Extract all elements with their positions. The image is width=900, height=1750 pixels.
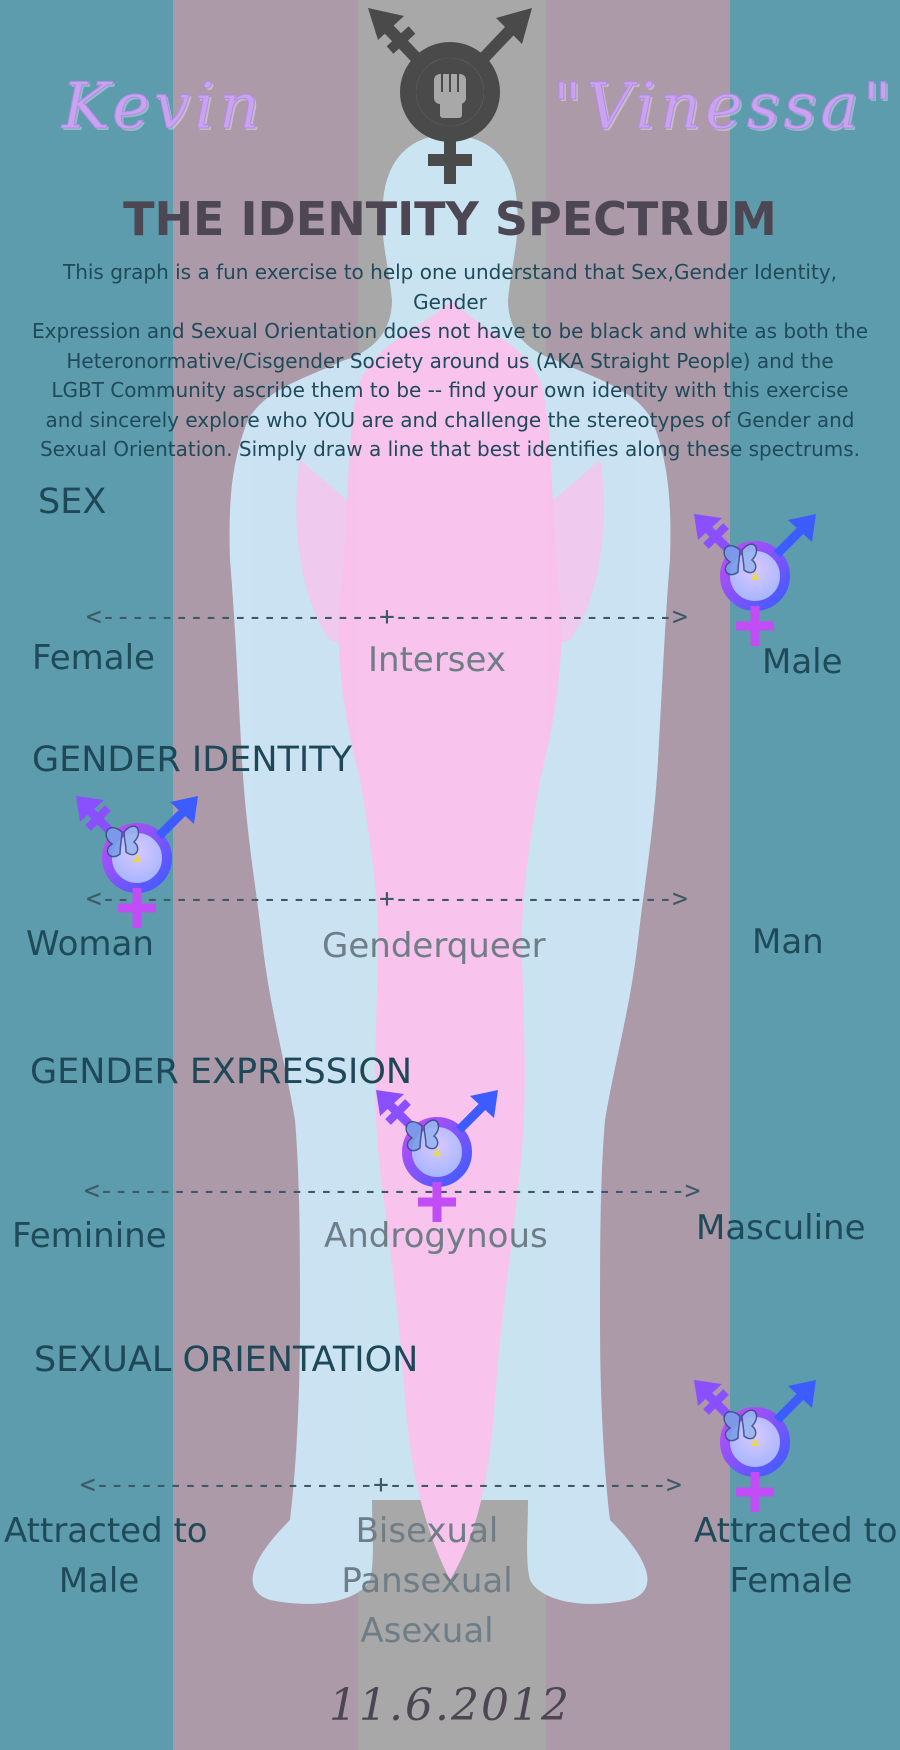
label-sexual-orientation-right: Attracted to Female [694, 1506, 898, 1606]
label-gender-expression-right: Masculine [696, 1208, 866, 1248]
label-gender-expression-middle: Androgynous [324, 1216, 548, 1256]
heading-sexual-orientation: SEXUAL ORIENTATION [34, 1340, 419, 1380]
page-title: THE IDENTITY SPECTRUM [123, 192, 777, 246]
intro-line: Sexual Orientation. Simply draw a line t… [39, 437, 861, 461]
intro-line: Expression and Sexual Orientation does n… [31, 319, 869, 343]
label-sexual-orientation-left: Attracted to Male [4, 1506, 208, 1606]
intro-line: Heteronormative/Cisgender Society around… [66, 348, 834, 373]
intro-text: This graph is a fun exercise to help one… [30, 258, 870, 465]
label-line: Pansexual [341, 1561, 513, 1601]
axis-sex: <-------------------+-------------------… [86, 602, 688, 632]
label-line: Female [729, 1561, 853, 1601]
axis-gender-expression: <---------------------------------------… [84, 1176, 700, 1206]
label-line: Bisexual [355, 1511, 499, 1551]
intro-line: This graph is a fun exercise to help one… [62, 260, 838, 314]
label-sex-middle: Intersex [368, 640, 506, 680]
label-line: Asexual [360, 1611, 494, 1651]
heading-gender-identity: GENDER IDENTITY [32, 740, 352, 780]
label-line: Attracted to [694, 1511, 898, 1551]
label-gender-identity-middle: Genderqueer [322, 926, 546, 966]
intro-line: LGBT Community ascribe them to be -- fin… [51, 378, 849, 402]
label-gender-expression-left: Feminine [12, 1216, 167, 1256]
butterfly-transgender-symbol-icon [690, 510, 820, 650]
intro-line: and sincerely explore who YOU are and ch… [45, 407, 855, 432]
fist-transgender-symbol-icon [368, 8, 532, 184]
name-vinessa: "Vinessa" [552, 70, 896, 145]
butterfly-transgender-symbol-icon [72, 792, 202, 932]
heading-gender-expression: GENDER EXPRESSION [30, 1052, 413, 1092]
label-gender-identity-right: Man [752, 922, 824, 962]
label-sex-right: Male [762, 642, 843, 682]
name-kevin: Kevin [62, 70, 264, 145]
label-sex-left: Female [32, 638, 155, 678]
label-line: Attracted to [4, 1511, 208, 1551]
label-sexual-orientation-middle: Bisexual Pansexual Asexual [322, 1506, 532, 1656]
date-label: 11.6.2012 [329, 1680, 571, 1731]
butterfly-transgender-symbol-icon [690, 1376, 820, 1516]
heading-sex: SEX [38, 482, 107, 522]
axis-sexual-orientation: <-------------------+-------------------… [80, 1470, 682, 1500]
label-line: Male [58, 1561, 140, 1601]
butterfly-transgender-symbol-icon [372, 1086, 502, 1226]
label-gender-identity-left: Woman [26, 924, 154, 964]
axis-gender-identity: <-------------------+-------------------… [86, 884, 688, 914]
